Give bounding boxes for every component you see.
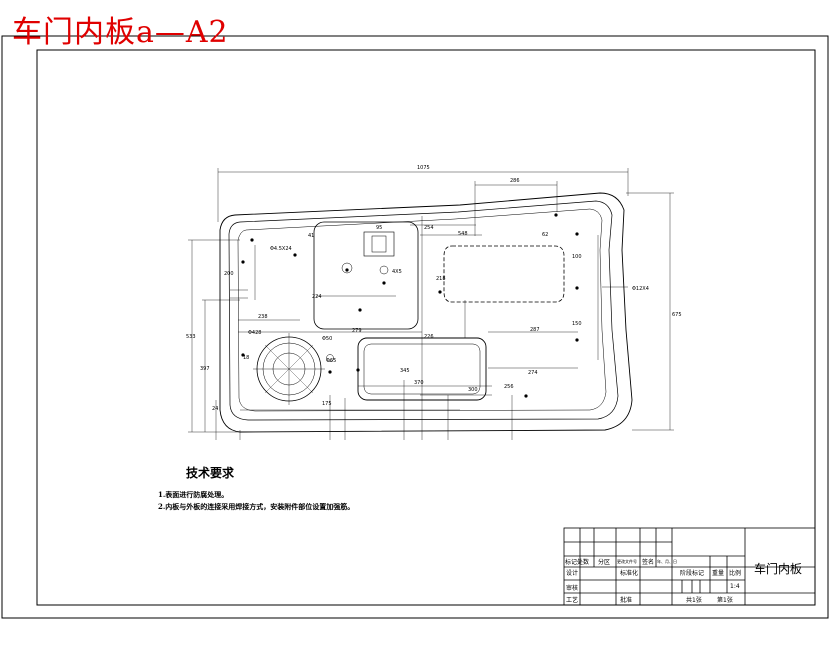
sheet-inner-border (36, 49, 816, 606)
dim-256: 256 (504, 384, 514, 390)
dim-hole-label4: Φ428 (248, 330, 261, 336)
tb-weight: 重量 (712, 570, 725, 577)
dim-300: 300 (468, 387, 478, 393)
cutout-upper-right (443, 245, 565, 303)
tb-scale-value: 1:4 (730, 583, 740, 590)
dim-41: 41 (308, 233, 314, 239)
tb-change-doc: 更改文件号 (617, 559, 637, 564)
latch-window-inner (371, 235, 387, 253)
dim-overall-width: 1075 (417, 165, 430, 171)
tb-date: 年、月、日 (657, 559, 677, 564)
dim-345: 345 (400, 368, 410, 374)
dimension-lines (188, 168, 674, 440)
dim-287: 287 (530, 327, 540, 333)
dim-224: 224 (312, 294, 322, 300)
tb-sheets-total: 共1张 (686, 597, 702, 604)
dim-200: 200 (224, 271, 234, 277)
speaker-diag-2 (264, 344, 314, 394)
dim-100: 100 (572, 254, 582, 260)
hole-ring-a (341, 262, 353, 274)
tb-approve: 批准 (620, 597, 633, 604)
panel-inner-contour (228, 200, 619, 421)
tb-mark: 标记处数 (565, 559, 590, 566)
title-block-part-name: 车门内板 (754, 562, 803, 576)
panel-flange-line (237, 208, 607, 412)
mounting-holes (241, 213, 579, 398)
dim-62: 62 (542, 232, 548, 238)
dim-279: 279 (352, 328, 362, 334)
tb-scale-label: 比例 (729, 570, 742, 577)
dim-548: 548 (458, 231, 468, 237)
drawing-file-title: 车门内板a—A2 (12, 15, 229, 50)
dim-hole-label2: 4X5 (392, 269, 402, 275)
tb-sheet-no: 第1张 (717, 597, 733, 604)
dim-top-offset: 286 (510, 178, 520, 184)
title-block-grid (563, 527, 816, 606)
dim-hole-label3: Φ12X4 (632, 286, 649, 292)
dim-hole-label1: Φ4.5X24 (270, 246, 292, 252)
tb-stage-mark: 阶段标记 (680, 570, 705, 577)
dim-274: 274 (528, 370, 538, 376)
dim-height-right: 675 (672, 312, 682, 318)
sheet-outer-border (1, 35, 829, 619)
dim-226: 226 (424, 334, 434, 340)
dim-370: 370 (414, 380, 424, 386)
hole-ring-b (379, 265, 389, 275)
dim-254: 254 (424, 225, 434, 231)
tb-standard: 标准化 (620, 570, 639, 577)
tb-process: 工艺 (566, 597, 579, 604)
panel-outer-contour (219, 192, 633, 433)
tech-note-1: 1.表面进行防腐处理。 (158, 490, 229, 499)
tb-review: 审核 (566, 585, 579, 592)
tech-note-2: 2.内板与外板的连接采用焊接方式，安装附件部位设置加强筋。 (158, 502, 355, 511)
dim-150: 150 (572, 321, 582, 327)
dim-218: 218 (436, 276, 446, 282)
dim-238: 238 (258, 314, 268, 320)
dim-18: 18 (243, 355, 249, 361)
tb-design: 设计 (566, 570, 579, 577)
dim-95: 95 (376, 225, 382, 231)
latch-window (363, 231, 395, 257)
dim-175: 175 (322, 401, 332, 407)
dim-left-h2: 397 (200, 366, 210, 372)
tech-requirements-heading: 技术要求 (186, 466, 235, 480)
cutout-upper-left (313, 221, 419, 330)
dim-left-h1: 533 (186, 334, 196, 340)
tb-zone: 分区 (598, 559, 611, 566)
hole-ring-c (326, 354, 334, 362)
dim-24: 24 (212, 406, 218, 412)
tb-signature: 签名 (642, 559, 655, 566)
dim-ring: Φ50 (322, 336, 332, 342)
dim-ring2: Φ65 (326, 358, 336, 364)
